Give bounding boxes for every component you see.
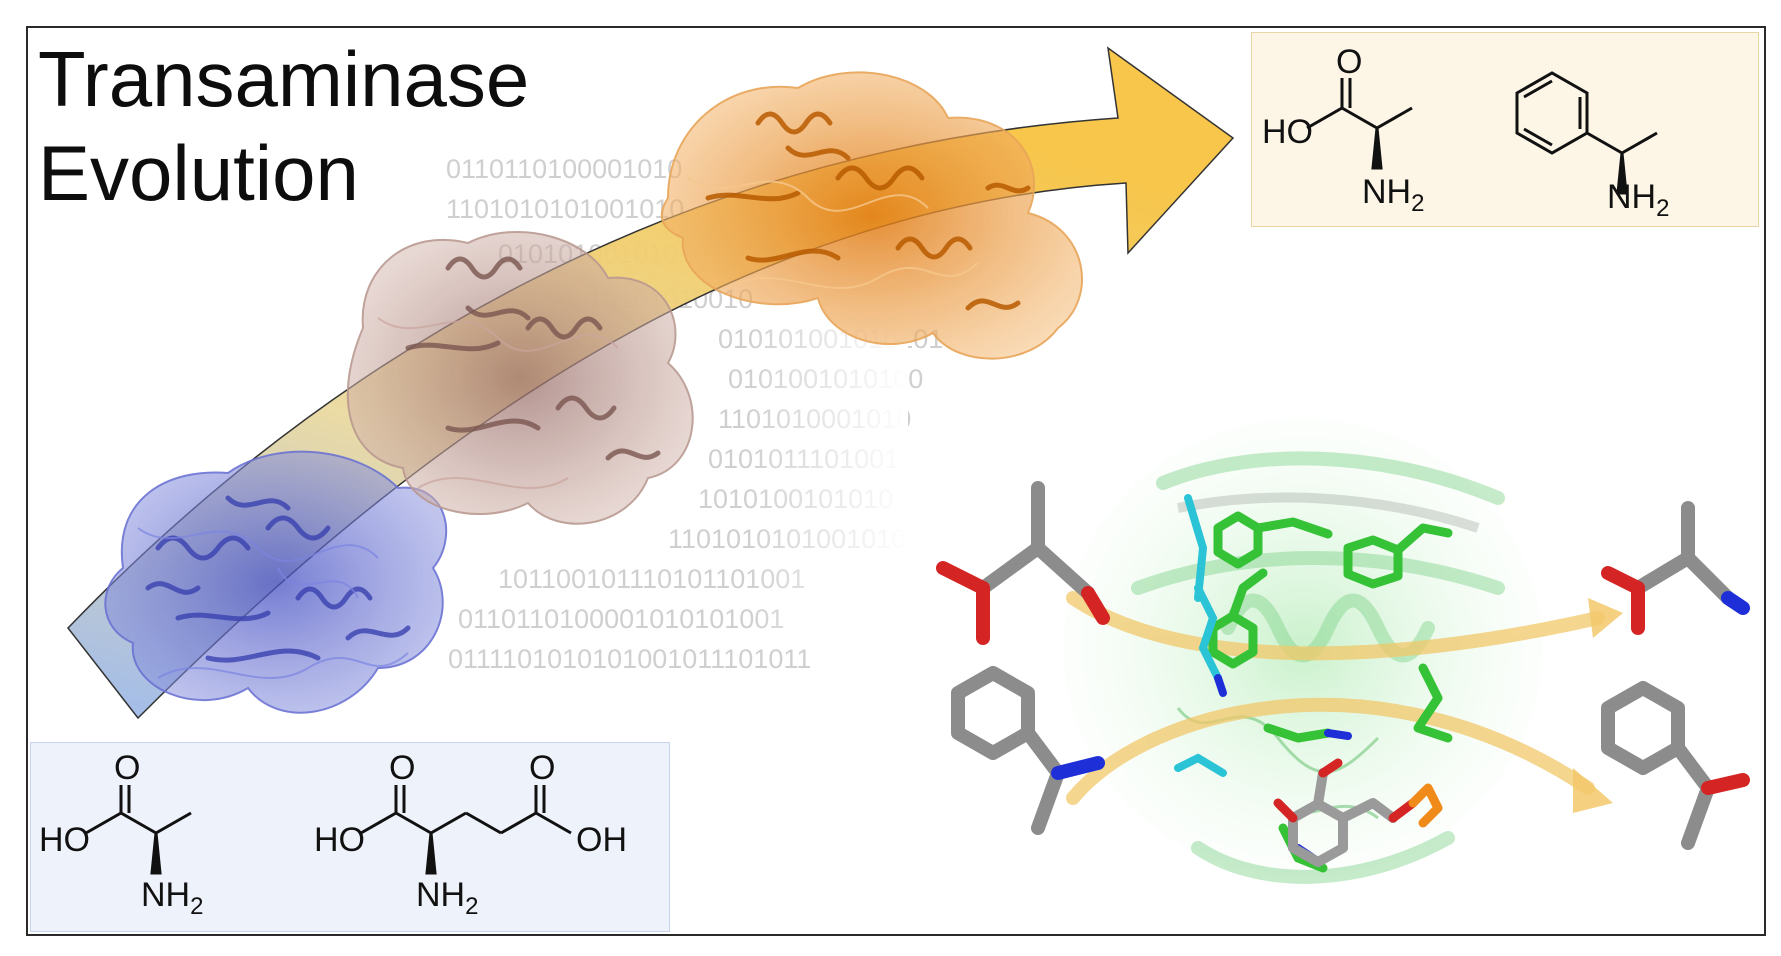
alanine-o-label: O (1336, 43, 1362, 81)
phenylethylamine-2d-structure (1515, 71, 1658, 195)
alanine-ho-label: HO (1262, 113, 1313, 151)
alanine-donor-nh2-label: NH2 (141, 876, 203, 920)
products-structures: O HO NH2 NH2 (1262, 43, 1669, 222)
alanine-2d-structure (1306, 78, 1413, 170)
alanine-donor-o-label: O (114, 749, 140, 787)
glutamate-o-label: O (389, 749, 415, 787)
amine-donors-structures: O HO NH2 O O HO OH NH2 (39, 749, 627, 920)
alanine-3d-model (1601, 501, 1750, 635)
acetophenone-3d-model (1601, 681, 1750, 850)
protein-blue-structure (104, 450, 448, 714)
plp-cofactor (1273, 758, 1443, 867)
binary-row: 0110110100001010101001 (458, 604, 784, 634)
binary-row: 1101010101001010 (446, 194, 684, 224)
products-panel: O HO NH2 NH2 (1251, 32, 1759, 227)
glutamate-nh2-label: NH2 (416, 876, 478, 920)
amine-donors-panel: O HO NH2 O O HO OH NH2 (30, 742, 670, 932)
alanine-donor-2d-structure (85, 785, 192, 875)
cyan-residues (1174, 494, 1227, 777)
figure-title: Transaminase Evolution (38, 32, 529, 220)
protein-orange-structure (660, 71, 1083, 360)
protein-mauve-structure (346, 231, 694, 525)
glutamate-oh-label: OH (576, 821, 627, 859)
glutamate-2d-structure (360, 785, 572, 875)
glutamate-ho-label: HO (314, 821, 365, 859)
alanine-donor-ho-label: HO (39, 821, 90, 859)
reaction-flow-arrows (1066, 591, 1605, 805)
binary-row: 0111101010101001011101011 (448, 644, 811, 674)
binary-row: 0110110100001010 (446, 154, 682, 184)
figure-frame: 0110110100001010110101010100101001010100… (26, 26, 1766, 936)
phenylethylamine-nh2-label: NH2 (1607, 178, 1669, 222)
glutamate-o2-label: O (529, 749, 555, 787)
title-line-2: Evolution (38, 129, 359, 217)
alanine-nh2-label: NH2 (1362, 173, 1424, 217)
title-line-1: Transaminase (38, 35, 530, 123)
reaction-flow-arrowheads (1573, 598, 1623, 813)
phenylethylamine-3d-model (951, 666, 1105, 835)
figure-canvas: 0110110100001010110101010100101001010100… (67, 46, 1750, 884)
pyruvate-3d-model (936, 481, 1110, 645)
